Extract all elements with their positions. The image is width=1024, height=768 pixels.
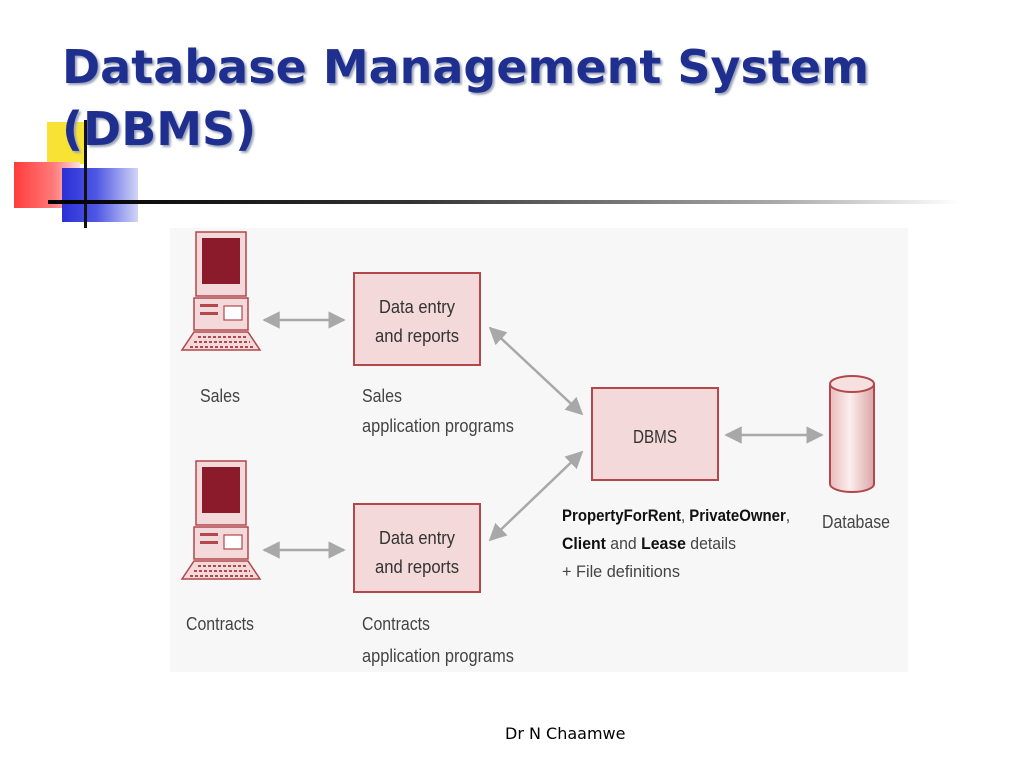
- title-line-2: (DBMS): [62, 102, 257, 156]
- contracts-user-label: Contracts: [186, 614, 254, 634]
- contracts-app-box-line-1: Data entry: [379, 528, 455, 548]
- dbms-diagram: Sales Contracts Data entry and reports S…: [170, 228, 908, 672]
- dbms-box: [591, 387, 719, 481]
- arrow-contracts-app-to-dbms: [488, 450, 584, 542]
- arrow-sales-app-to-dbms: [488, 326, 584, 416]
- page-title: Database Management System (DBMS): [62, 36, 869, 160]
- sales-app-caption-2: application programs: [362, 416, 514, 436]
- sales-computer-icon: [180, 231, 262, 351]
- sales-app-box-line-2: and reports: [375, 326, 459, 346]
- footer-author: Dr N Chaamwe: [505, 724, 626, 743]
- contracts-app-caption-1: Contracts: [362, 614, 430, 634]
- contracts-app-box-line-2: and reports: [375, 557, 459, 577]
- title-underline: [48, 200, 960, 204]
- dbms-desc-line-2: Client and Lease details: [562, 534, 736, 553]
- decor-blue-square: [62, 168, 138, 222]
- sales-app-caption-1: Sales: [362, 386, 402, 406]
- dbms-desc-line-3: + File definitions: [562, 562, 680, 581]
- contracts-app-caption-2: application programs: [362, 646, 514, 666]
- dbms-box-label: DBMS: [633, 427, 677, 447]
- database-cylinder-icon: [829, 375, 875, 493]
- sales-app-box: [353, 272, 481, 366]
- dbms-desc-line-1: PropertyForRent, PrivateOwner,: [562, 506, 790, 525]
- contracts-computer-icon: [180, 460, 262, 580]
- contracts-app-box: [353, 503, 481, 593]
- database-label: Database: [822, 512, 890, 532]
- diagram-canvas: Sales Contracts Data entry and reports S…: [180, 231, 890, 666]
- sales-user-label: Sales: [200, 386, 240, 406]
- decor-yellow-square: [47, 122, 87, 164]
- sales-app-box-line-1: Data entry: [379, 297, 455, 317]
- decor-vertical-line: [84, 120, 87, 228]
- title-line-1: Database Management System: [62, 40, 870, 94]
